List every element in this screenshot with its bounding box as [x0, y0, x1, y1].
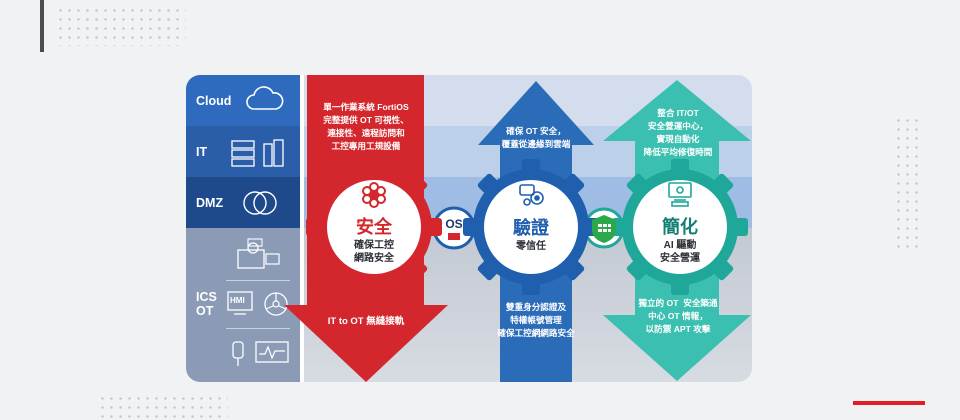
red-arrow-bottom-text: IT to OT 無縫接軌 — [327, 316, 405, 327]
gear-verification-subtitle: 零信任 — [516, 241, 546, 252]
engineer-workstation-icon — [237, 238, 280, 269]
blue-arrow-bottom-text: 雙重身分認證及 特權帳號管理 確保工控網網路安全 — [497, 302, 575, 338]
divider-2 — [226, 328, 290, 329]
layer-ics-ot: ICS OT HMI — [186, 228, 300, 382]
gear-security — [306, 159, 442, 295]
red-accent-line — [853, 401, 925, 405]
dot-grid-right — [894, 116, 924, 248]
gear-security-title: 安全 — [356, 217, 392, 237]
layer-it-label: IT — [196, 144, 208, 159]
layer-dmz-label: DMZ — [196, 195, 224, 210]
identity-gear-icon — [519, 184, 544, 206]
gear-simplify-subtitle: AI 驅動 安全營運 — [660, 240, 700, 264]
cloud-icon — [246, 86, 284, 110]
sensor-monitor-icon — [232, 341, 289, 366]
dot-grid-bottom-left — [98, 394, 228, 418]
os-badge-flag — [448, 233, 460, 240]
gear-simplify-title: 簡化 — [662, 217, 698, 237]
hexagon-network-icon — [362, 182, 386, 208]
column-separator — [300, 75, 304, 382]
layer-cloud: Cloud — [186, 75, 300, 126]
layer-ics-ot-label: ICS OT — [196, 290, 217, 318]
dot-grid-top-left — [56, 6, 186, 46]
diagram-card: Cloud IT DMZ ICS OT — [186, 75, 752, 382]
gear-verification-title: 驗證 — [513, 218, 549, 238]
gear-verification — [463, 159, 599, 295]
os-badge-label: OS — [445, 217, 463, 231]
monitor-person-icon — [668, 182, 692, 207]
gear-security-subtitle: 確保工控 網路安全 — [354, 240, 394, 264]
hmi-label: HMI — [230, 296, 245, 305]
server-icon — [231, 139, 284, 167]
fortinet-shield-icon — [592, 215, 616, 243]
teal-arrow-bottom-text: 獨立的 OT 安全築通 中心 OT 情報， 以防禦 APT 攻擊 — [638, 298, 718, 334]
layer-cloud-label: Cloud — [196, 93, 232, 108]
red-arrow-top-text: 單一作業系統 FortiOS 完整提供 OT 可視性、 連接性、遠程訪問和 工控… — [323, 102, 409, 151]
hmi-icon — [227, 291, 288, 316]
gear-simplify — [612, 159, 748, 295]
layer-dmz: DMZ — [186, 177, 300, 228]
layer-column: Cloud IT DMZ ICS OT — [186, 75, 300, 382]
blue-arrow-top-text: 確保 OT 安全， 覆蓋從邊緣到雲端 — [501, 126, 571, 149]
network-icon — [243, 191, 277, 215]
flow-diagram — [284, 75, 751, 382]
gear-verification-text: 驗證 零信任 — [491, 214, 571, 253]
gear-simplify-text: 簡化 AI 驅動 安全營運 — [640, 213, 720, 265]
gear-security-text: 安全 確保工控 網路安全 — [334, 213, 414, 265]
layer-it: IT — [186, 126, 300, 177]
divider-1 — [226, 280, 290, 281]
teal-arrow-top-text: 整合 IT/OT 安全營運中心， 實現自動化 降低平均修復時間 — [643, 108, 713, 157]
left-accent-bar — [40, 0, 44, 52]
